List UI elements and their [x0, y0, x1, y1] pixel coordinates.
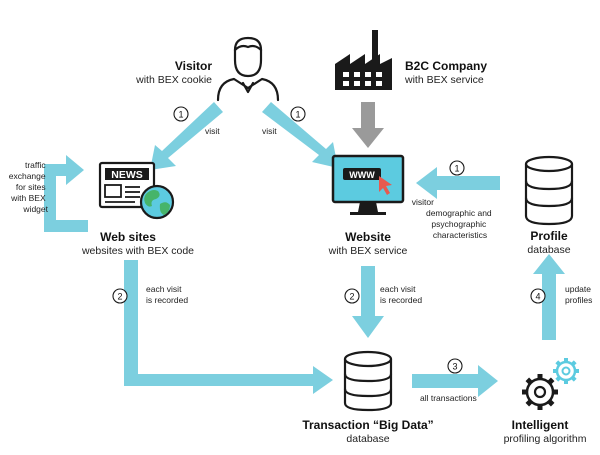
transaction-title: Transaction “Big Data” — [302, 418, 433, 432]
arrow-profile-to-website — [416, 167, 500, 199]
step-number: 3 — [452, 362, 457, 372]
arrow-transaction-to-intelligent — [412, 365, 498, 397]
visitor-person-icon — [216, 36, 280, 102]
step-number: 1 — [178, 110, 183, 120]
website-subtitle: with BEX service — [328, 245, 408, 257]
step-number: 1 — [295, 110, 300, 120]
arrow-traffic-exchange-loop — [44, 155, 88, 232]
b2c-title: B2C Company — [405, 59, 487, 73]
edge-label-websites-recorded: each visit is recorded — [146, 284, 188, 305]
monitor-browser-icon: WWW — [331, 154, 405, 215]
step-number: 2 — [117, 292, 122, 302]
edge-label-visit-left: visit — [205, 126, 220, 136]
arrow-intelligent-to-profile — [533, 254, 565, 340]
cursor-icon — [379, 176, 392, 195]
websites-title: Web sites — [100, 230, 156, 244]
edge-label-profile-characteristics: visitor demographic and psychographic ch… — [412, 197, 494, 240]
arrow-visitor-to-website — [262, 102, 338, 168]
step-badge-visit-right: 1 — [290, 106, 306, 122]
gears-icon — [522, 358, 579, 410]
edge-label-all-transactions: all transactions — [420, 393, 477, 403]
intelligent-title: Intelligent — [512, 418, 569, 432]
step-number: 2 — [349, 292, 354, 302]
step-number: 1 — [454, 164, 459, 174]
newspaper-globe-icon: NEWS — [98, 161, 175, 220]
arrow-visitor-to-websites — [150, 102, 223, 170]
edge-label-traffic-exchange: traffic exchange for sites with BEX widg… — [9, 160, 49, 214]
visitor-title: Visitor — [175, 59, 212, 73]
factory-icon — [335, 30, 392, 90]
websites-subtitle: websites with BEX code — [81, 245, 194, 257]
step-badge-website-to-transaction: 2 — [344, 288, 360, 304]
step-badge-profile-to-website: 1 — [449, 160, 465, 176]
step-badge-websites-to-transaction: 2 — [112, 288, 128, 304]
profile-database-icon — [524, 155, 574, 226]
intelligent-subtitle: profiling algorithm — [504, 433, 587, 445]
profile-title: Profile — [530, 229, 568, 243]
transaction-subtitle: database — [346, 433, 389, 445]
edge-label-website-recorded: each visit is recorded — [380, 284, 422, 305]
website-title: Website — [345, 230, 391, 244]
transaction-database-icon — [343, 350, 393, 412]
step-number: 4 — [535, 292, 540, 302]
step-badge-transaction-to-intelligent: 3 — [447, 358, 463, 374]
b2c-subtitle: with BEX service — [404, 74, 484, 86]
profile-subtitle: database — [527, 244, 570, 256]
arrow-b2c-to-website — [352, 102, 384, 148]
step-badge-visit-left: 1 — [173, 106, 189, 122]
browser-url-text: WWW — [349, 170, 375, 180]
arrow-websites-to-transaction — [124, 260, 333, 394]
edge-label-visit-right: visit — [262, 126, 277, 136]
visitor-subtitle: with BEX cookie — [135, 74, 212, 86]
news-headline: NEWS — [111, 169, 143, 181]
arrow-website-to-transaction — [352, 266, 384, 338]
edge-label-update-profiles: update profiles — [565, 284, 593, 305]
step-badge-intelligent-to-profile: 4 — [530, 288, 546, 304]
